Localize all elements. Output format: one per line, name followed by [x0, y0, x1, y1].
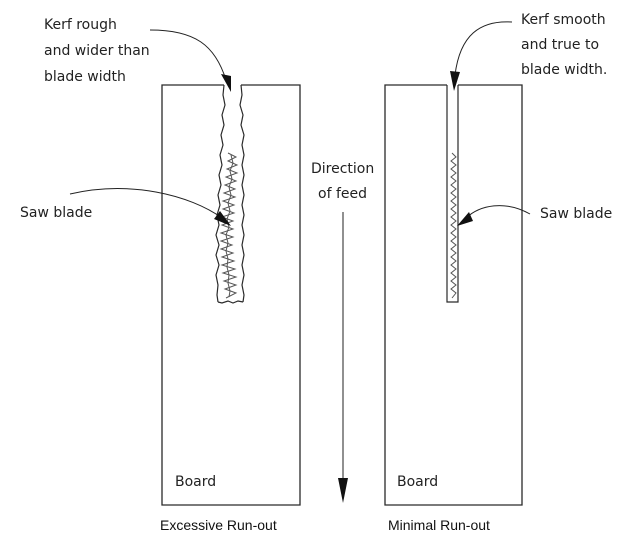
right-blade-leader [465, 205, 531, 219]
left-blade-arrowhead [214, 211, 231, 226]
right-blade-arrowhead [457, 212, 473, 226]
right-kerf [446, 85, 459, 303]
right-kerf-leader [454, 21, 513, 76]
right-kerf-line-3: blade width. [521, 62, 607, 78]
right-kerf-line-2: and true to [521, 37, 599, 53]
left-blade-leader [69, 188, 223, 219]
left-board-label: Board [175, 474, 216, 490]
left-kerf-left-edge [215, 84, 226, 303]
left-panel: Kerf rough and wider than blade width Sa… [20, 17, 301, 533]
right-panel: Kerf smooth and true to blade width. Saw… [384, 12, 612, 533]
feed-label-line-1: Direction [311, 161, 374, 177]
right-board-label: Board [397, 474, 438, 490]
left-saw-blade-inner [225, 154, 234, 298]
left-kerf-leader [149, 29, 227, 81]
left-kerf-line-2: and wider than [44, 43, 150, 59]
left-blade-label: Saw blade [20, 205, 92, 221]
left-saw-blade [219, 152, 239, 299]
left-board-outline [161, 84, 301, 506]
left-kerf-line-1: Kerf rough [44, 17, 117, 33]
right-saw-blade [450, 152, 457, 299]
feed-direction: Direction of feed [311, 161, 374, 503]
feed-arrowhead [338, 478, 348, 503]
feed-label-line-2: of feed [318, 186, 367, 202]
left-kerf-right-edge [239, 84, 245, 303]
left-kerf-bottom [217, 300, 244, 304]
right-caption: Minimal Run-out [388, 517, 490, 533]
right-kerf-line-1: Kerf smooth [521, 12, 606, 28]
right-blade-label: Saw blade [540, 206, 612, 222]
right-kerf-arrowhead [450, 71, 460, 91]
right-board-outline [384, 84, 523, 506]
left-kerf-arrowhead [221, 74, 231, 92]
left-kerf-line-3: blade width [44, 69, 126, 85]
left-caption: Excessive Run-out [160, 517, 277, 533]
